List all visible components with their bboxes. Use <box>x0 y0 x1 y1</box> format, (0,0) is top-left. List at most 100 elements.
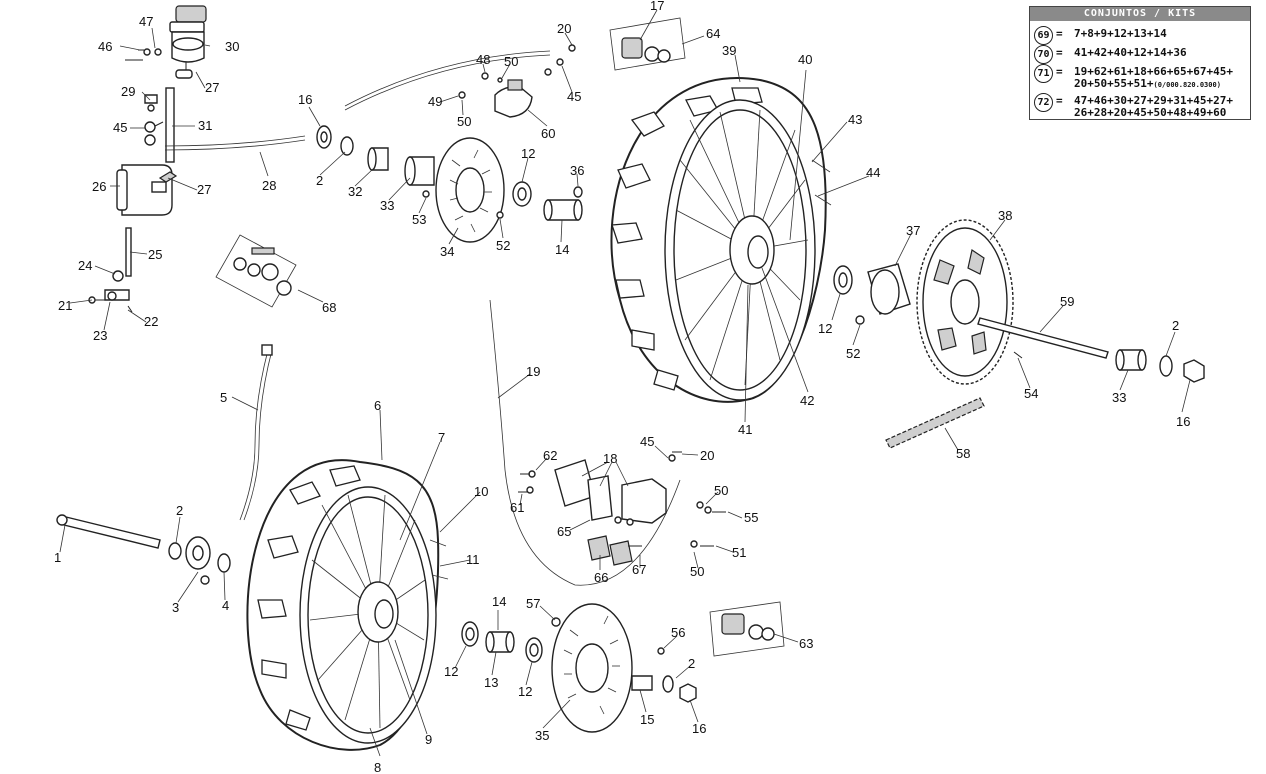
callout-18: 18 <box>603 451 617 466</box>
callout-65: 65 <box>557 524 571 539</box>
callout-2: 2 <box>316 173 323 188</box>
callout-37: 37 <box>906 223 920 238</box>
leader-lines <box>59 9 1191 757</box>
callout-12: 12 <box>518 684 532 699</box>
kit-parts-line-2: 26+28+20+45+50+48+49+60 <box>1074 106 1227 119</box>
callout-15: 15 <box>640 712 654 727</box>
callout-30: 30 <box>225 39 239 54</box>
callout-58: 58 <box>956 446 970 461</box>
rear-wheel <box>610 77 832 403</box>
kit-equals: = <box>1056 27 1063 40</box>
callout-23: 23 <box>93 328 107 343</box>
kit-reference-code: (0/000.820.0300) <box>1153 81 1221 89</box>
callout-41: 41 <box>738 422 752 437</box>
callout-20: 20 <box>557 21 571 36</box>
callout-11: 11 <box>466 552 480 567</box>
callout-56: 56 <box>671 625 685 640</box>
callout-50: 50 <box>457 114 471 129</box>
callout-47: 47 <box>139 14 153 29</box>
callout-28: 28 <box>262 178 276 193</box>
callout-51: 51 <box>732 545 746 560</box>
callout-29: 29 <box>121 84 135 99</box>
callout-33: 33 <box>380 198 394 213</box>
kit-parts-line: 19+62+61+18+66+65+67+45+ <box>1074 65 1233 78</box>
callout-35: 35 <box>535 728 549 743</box>
kits-table-title: CONJUNTOS / KITS <box>1030 7 1250 21</box>
callout-34: 34 <box>440 244 454 259</box>
kit-68 <box>215 234 297 308</box>
callout-32: 32 <box>348 184 362 199</box>
kit-number: 69 <box>1034 26 1053 45</box>
callout-52: 52 <box>846 346 860 361</box>
callout-22: 22 <box>144 314 158 329</box>
callout-55: 55 <box>744 510 758 525</box>
callout-24: 24 <box>78 258 92 273</box>
speedo-cable <box>239 349 269 521</box>
callout-53: 53 <box>412 212 426 227</box>
kit-equals: = <box>1056 65 1063 78</box>
brake-hose-front <box>489 299 681 586</box>
callout-63: 63 <box>799 636 813 651</box>
callout-16: 16 <box>298 92 312 107</box>
callout-1: 1 <box>54 550 61 565</box>
callout-59: 59 <box>1060 294 1074 309</box>
callout-40: 40 <box>798 52 812 67</box>
callout-64: 64 <box>706 26 720 41</box>
callout-12: 12 <box>521 146 535 161</box>
brake-pad-kit-64 <box>609 17 686 71</box>
front-wheel <box>246 459 449 751</box>
kit-number: 72 <box>1034 93 1053 112</box>
kit-parts-line: 7+8+9+12+13+14 <box>1074 27 1167 40</box>
callout-9: 9 <box>425 732 432 747</box>
kit-row: 69 = 7+8+9+12+13+14 <box>1030 26 1250 45</box>
callout-14: 14 <box>555 242 569 257</box>
front-disc-parts <box>461 603 697 733</box>
master-cylinder-assembly <box>88 5 207 313</box>
callout-2: 2 <box>688 656 695 671</box>
callout-3: 3 <box>172 600 179 615</box>
callout-45: 45 <box>640 434 654 449</box>
rear-hub-parts <box>316 44 583 243</box>
rear-sprocket-assembly <box>833 219 1205 449</box>
callout-48: 48 <box>476 52 490 67</box>
callout-20: 20 <box>700 448 714 463</box>
callout-2: 2 <box>1172 318 1179 333</box>
callout-42: 42 <box>800 393 814 408</box>
callout-36: 36 <box>570 163 584 178</box>
brake-hose <box>164 139 306 151</box>
kit-equals: = <box>1056 94 1063 107</box>
callout-10: 10 <box>474 484 488 499</box>
callout-4: 4 <box>222 598 229 613</box>
callout-5: 5 <box>220 390 227 405</box>
callout-52: 52 <box>496 238 510 253</box>
callout-12: 12 <box>444 664 458 679</box>
callout-44: 44 <box>866 165 880 180</box>
callout-66: 66 <box>594 570 608 585</box>
callout-16: 16 <box>1176 414 1190 429</box>
callout-54: 54 <box>1024 386 1038 401</box>
callout-62: 62 <box>543 448 557 463</box>
front-caliper-assembly <box>518 451 726 566</box>
callout-6: 6 <box>374 398 381 413</box>
callout-60: 60 <box>541 126 555 141</box>
callout-27: 27 <box>197 182 211 197</box>
callout-61: 61 <box>510 500 524 515</box>
callout-16: 16 <box>692 721 706 736</box>
callout-43: 43 <box>848 112 862 127</box>
callout-12: 12 <box>818 321 832 336</box>
callout-50: 50 <box>714 483 728 498</box>
kit-row: 70 = 41+42+40+12+14+36 <box>1030 45 1250 64</box>
kits-table: CONJUNTOS / KITS 69 = 7+8+9+12+13+14 70 … <box>1029 6 1251 120</box>
kit-number: 70 <box>1034 45 1053 64</box>
callout-50: 50 <box>690 564 704 579</box>
callout-7: 7 <box>438 430 445 445</box>
callout-39: 39 <box>722 43 736 58</box>
callout-25: 25 <box>148 247 162 262</box>
callout-8: 8 <box>374 760 381 774</box>
kit-equals: = <box>1056 46 1063 59</box>
callout-68: 68 <box>322 300 336 315</box>
front-axle-parts <box>56 514 231 585</box>
callout-labels: 47 46 30 27 29 45 31 27 26 28 25 24 21 2… <box>54 0 1190 774</box>
callout-13: 13 <box>484 675 498 690</box>
